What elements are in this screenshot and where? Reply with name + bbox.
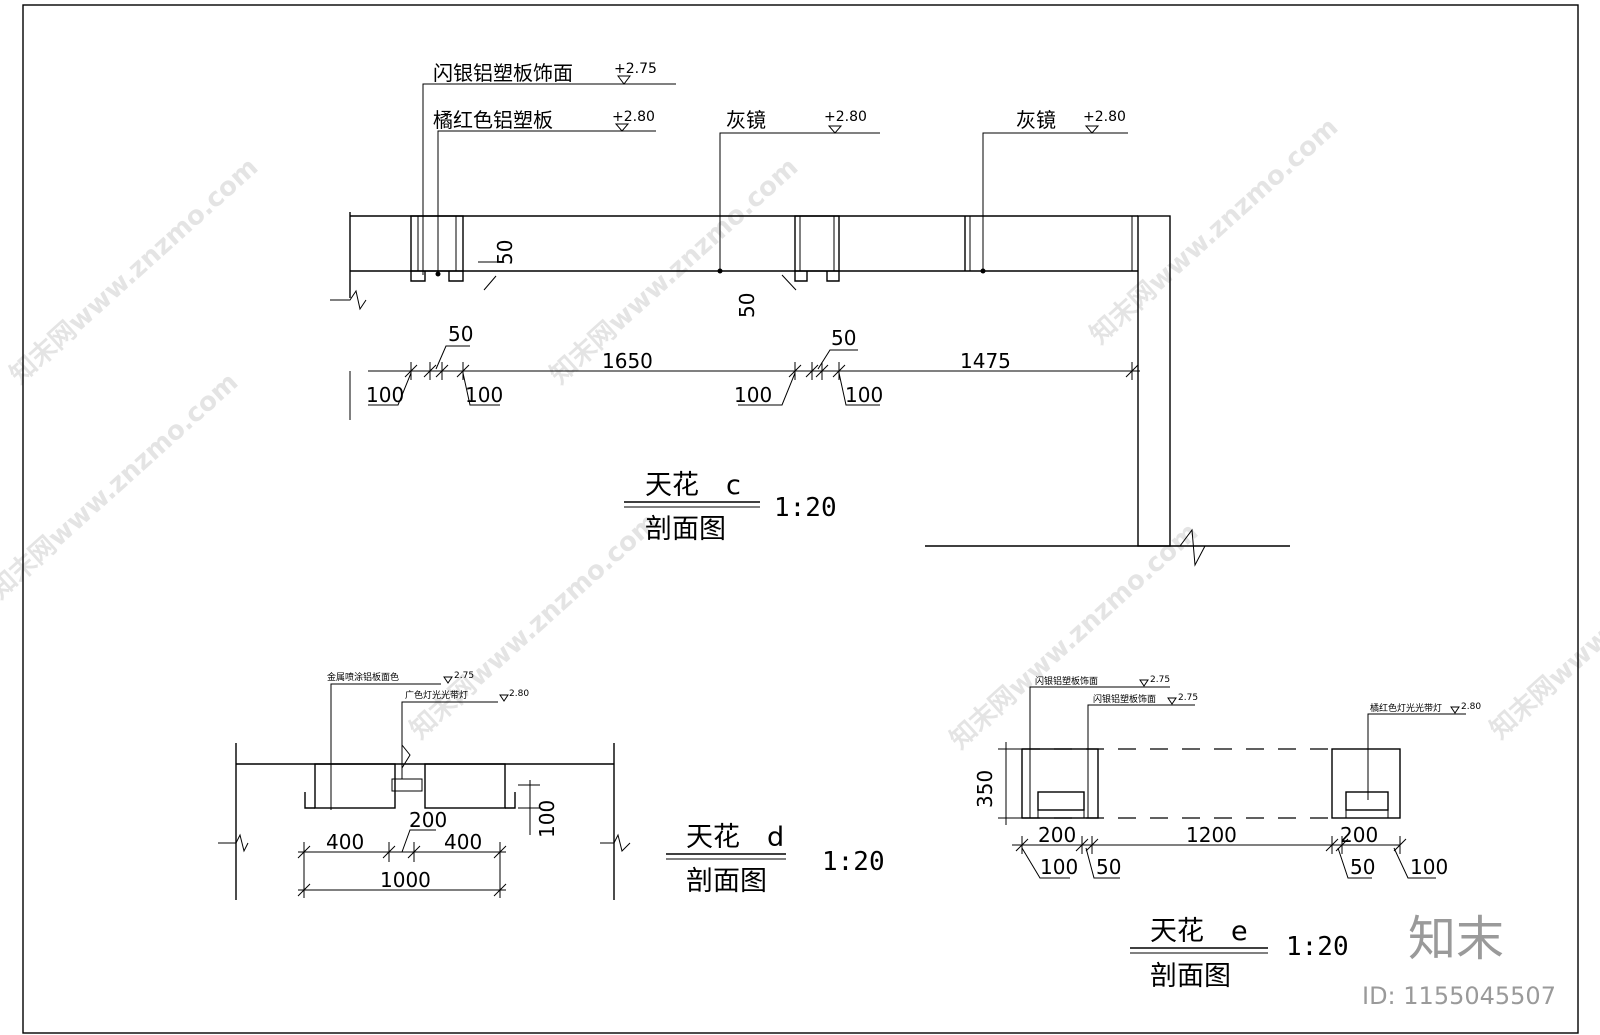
dim-bottom: 100 <box>1410 855 1448 879</box>
label-silver-panel: 闪银铝塑板饰面 <box>433 61 573 85</box>
elevation-value: 2.80 <box>1461 702 1481 712</box>
dim-vertical: 50 <box>735 293 759 318</box>
label-grey-mirror: 灰镜 <box>1016 108 1056 132</box>
label-light-strip: 广色灯光光带灯 <box>405 689 468 701</box>
sheet-border <box>22 4 1579 1034</box>
dim-bottom: 100 <box>1040 855 1078 879</box>
dim-top: 50 <box>831 326 856 350</box>
dim-right: 400 <box>444 830 482 854</box>
elevation-value: 2.75 <box>1150 675 1170 685</box>
watermark-layer: 知末网www.znzmo.com 知末网www.znzmo.com 知末网www… <box>0 112 1600 755</box>
section-e-subtitle: 剖面图 <box>1150 961 1231 992</box>
dim-bottom: 100 <box>734 383 772 407</box>
label-orange-panel: 橘红色铝塑板 <box>433 108 553 132</box>
image-id: ID: 1155045507 <box>1362 982 1556 1010</box>
section-c: 闪银铝塑板饰面 橘红色铝塑板 灰镜 灰镜 +2.75 +2.80 +2.80 +… <box>330 61 1290 567</box>
watermark-text: 知末网www.znzmo.com <box>0 367 244 605</box>
elevation-value: 2.75 <box>454 671 474 681</box>
brand-logo: 知末 <box>1408 911 1504 967</box>
section-e-scale: 1:20 <box>1286 932 1349 962</box>
elevation-value: +2.80 <box>1083 109 1126 125</box>
dim-height: 350 <box>973 770 997 808</box>
label-metal-panel: 金属喷涂铝板面色 <box>327 671 399 683</box>
elevation-value: +2.80 <box>612 109 655 125</box>
dim-left-box: 200 <box>1038 823 1076 847</box>
dim-bottom: 50 <box>1096 855 1121 879</box>
label-orange-light: 橘红色灯光光带灯 <box>1370 702 1442 714</box>
elevation-value: +2.75 <box>614 61 657 77</box>
dim-span: 1475 <box>960 349 1011 373</box>
dim-bottom: 100 <box>366 383 404 407</box>
elevation-value: +2.80 <box>824 109 867 125</box>
dim-bottom: 100 <box>465 383 503 407</box>
section-d: 金属喷涂铝板面色 广色灯光光带灯 2.75 2.80 100 200 400 4… <box>218 671 885 900</box>
label-silver-panel: 闪银铝塑板饰面 <box>1093 693 1156 705</box>
dim-top: 50 <box>448 322 473 346</box>
watermark-text: 知末网www.znzmo.com <box>945 517 1205 755</box>
dim-span: 1650 <box>602 349 653 373</box>
watermark-text: 知末网www.znzmo.com <box>405 507 665 745</box>
label-grey-mirror: 灰镜 <box>726 108 766 132</box>
watermark-text: 知末网www.znzmo.com <box>1485 507 1600 745</box>
dim-right-box: 200 <box>1340 823 1378 847</box>
watermark-text: 知末网www.znzmo.com <box>5 152 265 390</box>
dim-vertical: 50 <box>493 240 517 265</box>
section-c-subtitle: 剖面图 <box>645 514 726 545</box>
section-d-scale: 1:20 <box>822 847 885 877</box>
section-e-title: 天花 e <box>1150 916 1248 947</box>
dim-left: 400 <box>326 830 364 854</box>
dim-span: 1200 <box>1186 823 1237 847</box>
dim-total: 1000 <box>380 868 431 892</box>
section-c-title: 天花 c <box>645 470 741 501</box>
elevation-value: 2.75 <box>1178 693 1198 703</box>
label-silver-panel: 闪银铝塑板饰面 <box>1035 675 1098 687</box>
section-c-scale: 1:20 <box>774 493 837 523</box>
dim-bottom: 100 <box>845 383 883 407</box>
dim-bottom: 50 <box>1350 855 1375 879</box>
section-d-title: 天花 d <box>686 822 784 853</box>
elevation-value: 2.80 <box>509 689 529 699</box>
section-d-subtitle: 剖面图 <box>686 866 767 897</box>
dim-vertical: 100 <box>535 800 559 838</box>
dim-gap: 200 <box>409 808 447 832</box>
section-e: 闪银铝塑板饰面 闪银铝塑板饰面 橘红色灯光光带灯 2.75 2.75 2.80 … <box>973 675 1481 992</box>
watermark-text: 知末网www.znzmo.com <box>1085 112 1345 350</box>
